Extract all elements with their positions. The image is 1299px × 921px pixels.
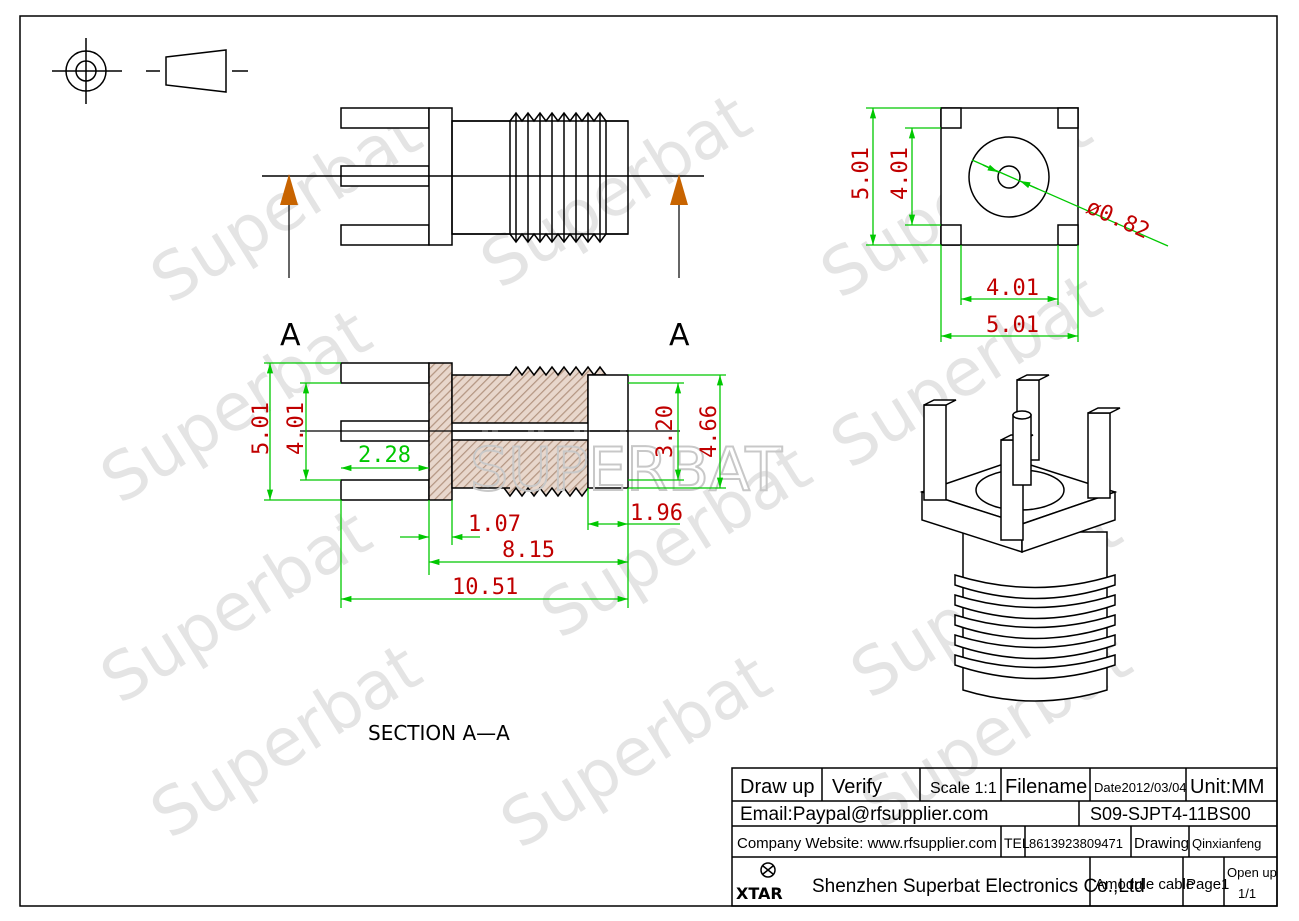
tb-open-up: Open up xyxy=(1227,865,1277,880)
dim-sec-total: 10.51 xyxy=(452,575,518,600)
watermark: Superbat xyxy=(468,78,765,303)
section-arrow-right xyxy=(670,174,688,205)
tb-filename: Filename xyxy=(1005,776,1087,798)
section-marker-right: A xyxy=(669,318,690,353)
section-caption: SECTION A—A xyxy=(368,721,510,745)
tb-tel: 8613923809471 xyxy=(1029,836,1123,851)
tb-part-number: S09-SJPT4-11BS00 xyxy=(1090,804,1251,824)
top-view-dims xyxy=(866,107,1169,342)
tb-tel-label: TEL xyxy=(1004,835,1030,851)
title-block-grid xyxy=(731,767,1278,907)
tb-email: Email:Paypal@rfsupplier.com xyxy=(740,804,988,825)
dim-sec-body: 8.15 xyxy=(502,538,555,563)
tb-website: Company Website: www.rfsupplier.com xyxy=(737,835,997,852)
sheet-border xyxy=(19,15,1278,907)
section-arrow-left xyxy=(280,174,298,205)
isometric-view xyxy=(919,374,1121,702)
dim-sec-tip: 1.96 xyxy=(630,501,683,526)
tb-verify: Verify xyxy=(832,776,882,798)
dim-top-height-outer: 5.01 xyxy=(849,147,874,200)
tb-page: Page1 xyxy=(1186,876,1229,893)
xtar-logo: XTAR xyxy=(736,862,783,903)
dim-top-width-outer: 5.01 xyxy=(986,313,1039,338)
side-view xyxy=(340,107,629,246)
dim-sec-bore: 3.20 xyxy=(653,405,678,458)
dim-sec-pin-length: 2.28 xyxy=(358,443,411,468)
projection-symbol xyxy=(52,38,248,104)
tb-draw-up: Draw up xyxy=(740,776,814,798)
dim-top-width-inner: 4.01 xyxy=(986,276,1039,301)
top-view xyxy=(940,107,1079,246)
tb-scale: Scale 1:1 xyxy=(930,780,997,797)
tb-date: Date2012/03/04 xyxy=(1094,780,1187,795)
tb-sheet: 1/1 xyxy=(1238,886,1256,901)
tb-company: Shenzhen Superbat Electronics Co.,Ltd xyxy=(812,876,1145,897)
watermark-center: SUPERBAT xyxy=(470,435,782,505)
tb-drawer: Qinxianfeng xyxy=(1192,836,1261,851)
watermark: Superbat xyxy=(88,293,385,518)
dim-sec-height-inner: 4.01 xyxy=(284,402,309,455)
dim-sec-thread: 4.66 xyxy=(697,405,722,458)
tb-unit: Unit:MM xyxy=(1190,776,1264,798)
section-marker-left: A xyxy=(280,318,301,353)
tb-product: Amodule cable xyxy=(1095,876,1194,893)
title-block: Draw up Verify Scale 1:1 Filename Date20… xyxy=(736,776,1277,903)
dim-sec-flange: 1.07 xyxy=(468,512,521,537)
xtar-logo-text: XTAR xyxy=(736,884,783,903)
dim-pin-diameter: ø0.82 xyxy=(1083,195,1154,245)
tb-drawing-label: Drawing xyxy=(1134,835,1189,852)
section-view xyxy=(300,362,680,501)
dim-sec-height-outer: 5.01 xyxy=(249,402,274,455)
dim-top-height-inner: 4.01 xyxy=(888,147,913,200)
section-dims xyxy=(264,362,726,608)
watermark: Superbat xyxy=(488,638,785,863)
